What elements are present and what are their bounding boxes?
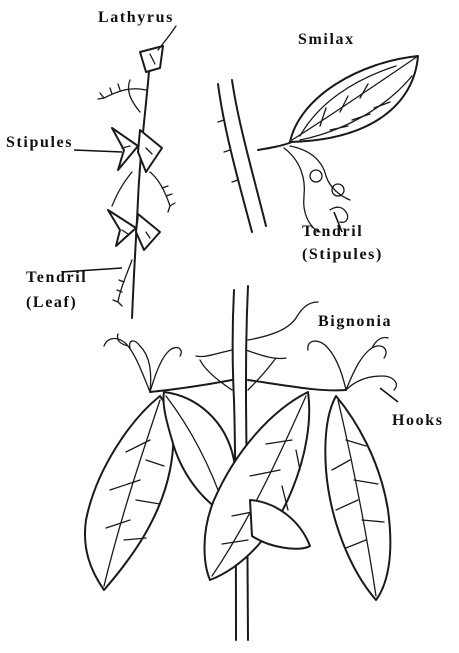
lathyrus-top-stipule bbox=[140, 46, 163, 72]
smilax-tendril-right bbox=[290, 146, 350, 200]
lathyrus-mid-stipule bbox=[112, 128, 138, 170]
leader-hooks bbox=[380, 388, 398, 402]
smilax-petiole bbox=[258, 142, 292, 150]
label-tendril-leaf-2: (Leaf) bbox=[26, 293, 77, 312]
bignonia-top-tendril bbox=[248, 302, 318, 340]
smilax-tendril-left bbox=[284, 148, 320, 232]
lathyrus-stem bbox=[132, 60, 150, 318]
lathyrus-low-stipule bbox=[108, 210, 136, 246]
smilax-plant bbox=[218, 56, 418, 232]
bignonia-hooks-center bbox=[200, 358, 276, 390]
lathyrus-tendril-left-upper bbox=[98, 84, 146, 99]
label-tendril-leaf-1: Tendril bbox=[26, 268, 87, 287]
label-tendril-stipules-2: (Stipules) bbox=[302, 245, 383, 264]
bignonia-hooks-right bbox=[308, 337, 397, 390]
label-tendril-stipules-1: Tendril bbox=[302, 222, 363, 241]
lathyrus-tendril-right-mid bbox=[150, 172, 175, 212]
bignonia-hooks-left bbox=[104, 334, 181, 392]
lathyrus-top-tendril bbox=[158, 26, 176, 50]
lathyrus-leaf-tendril bbox=[113, 260, 132, 306]
bignonia-leaf-far-left bbox=[85, 396, 173, 590]
label-stipules: Stipules bbox=[6, 133, 73, 152]
leader-stipules bbox=[74, 150, 122, 152]
label-bignonia: Bignonia bbox=[318, 312, 392, 331]
bignonia-leaf-central bbox=[205, 392, 310, 580]
lathyrus-tendril-right-upper bbox=[128, 80, 140, 112]
bignonia-plant bbox=[85, 286, 396, 640]
label-hooks: Hooks bbox=[392, 411, 444, 430]
label-smilax: Smilax bbox=[298, 30, 355, 49]
smilax-stem bbox=[218, 84, 252, 232]
label-lathyrus: Lathyrus bbox=[98, 8, 174, 27]
bignonia-branch-right bbox=[248, 380, 346, 390]
bignonia-leaf-far-right bbox=[325, 396, 390, 600]
lathyrus-plant bbox=[98, 26, 176, 318]
